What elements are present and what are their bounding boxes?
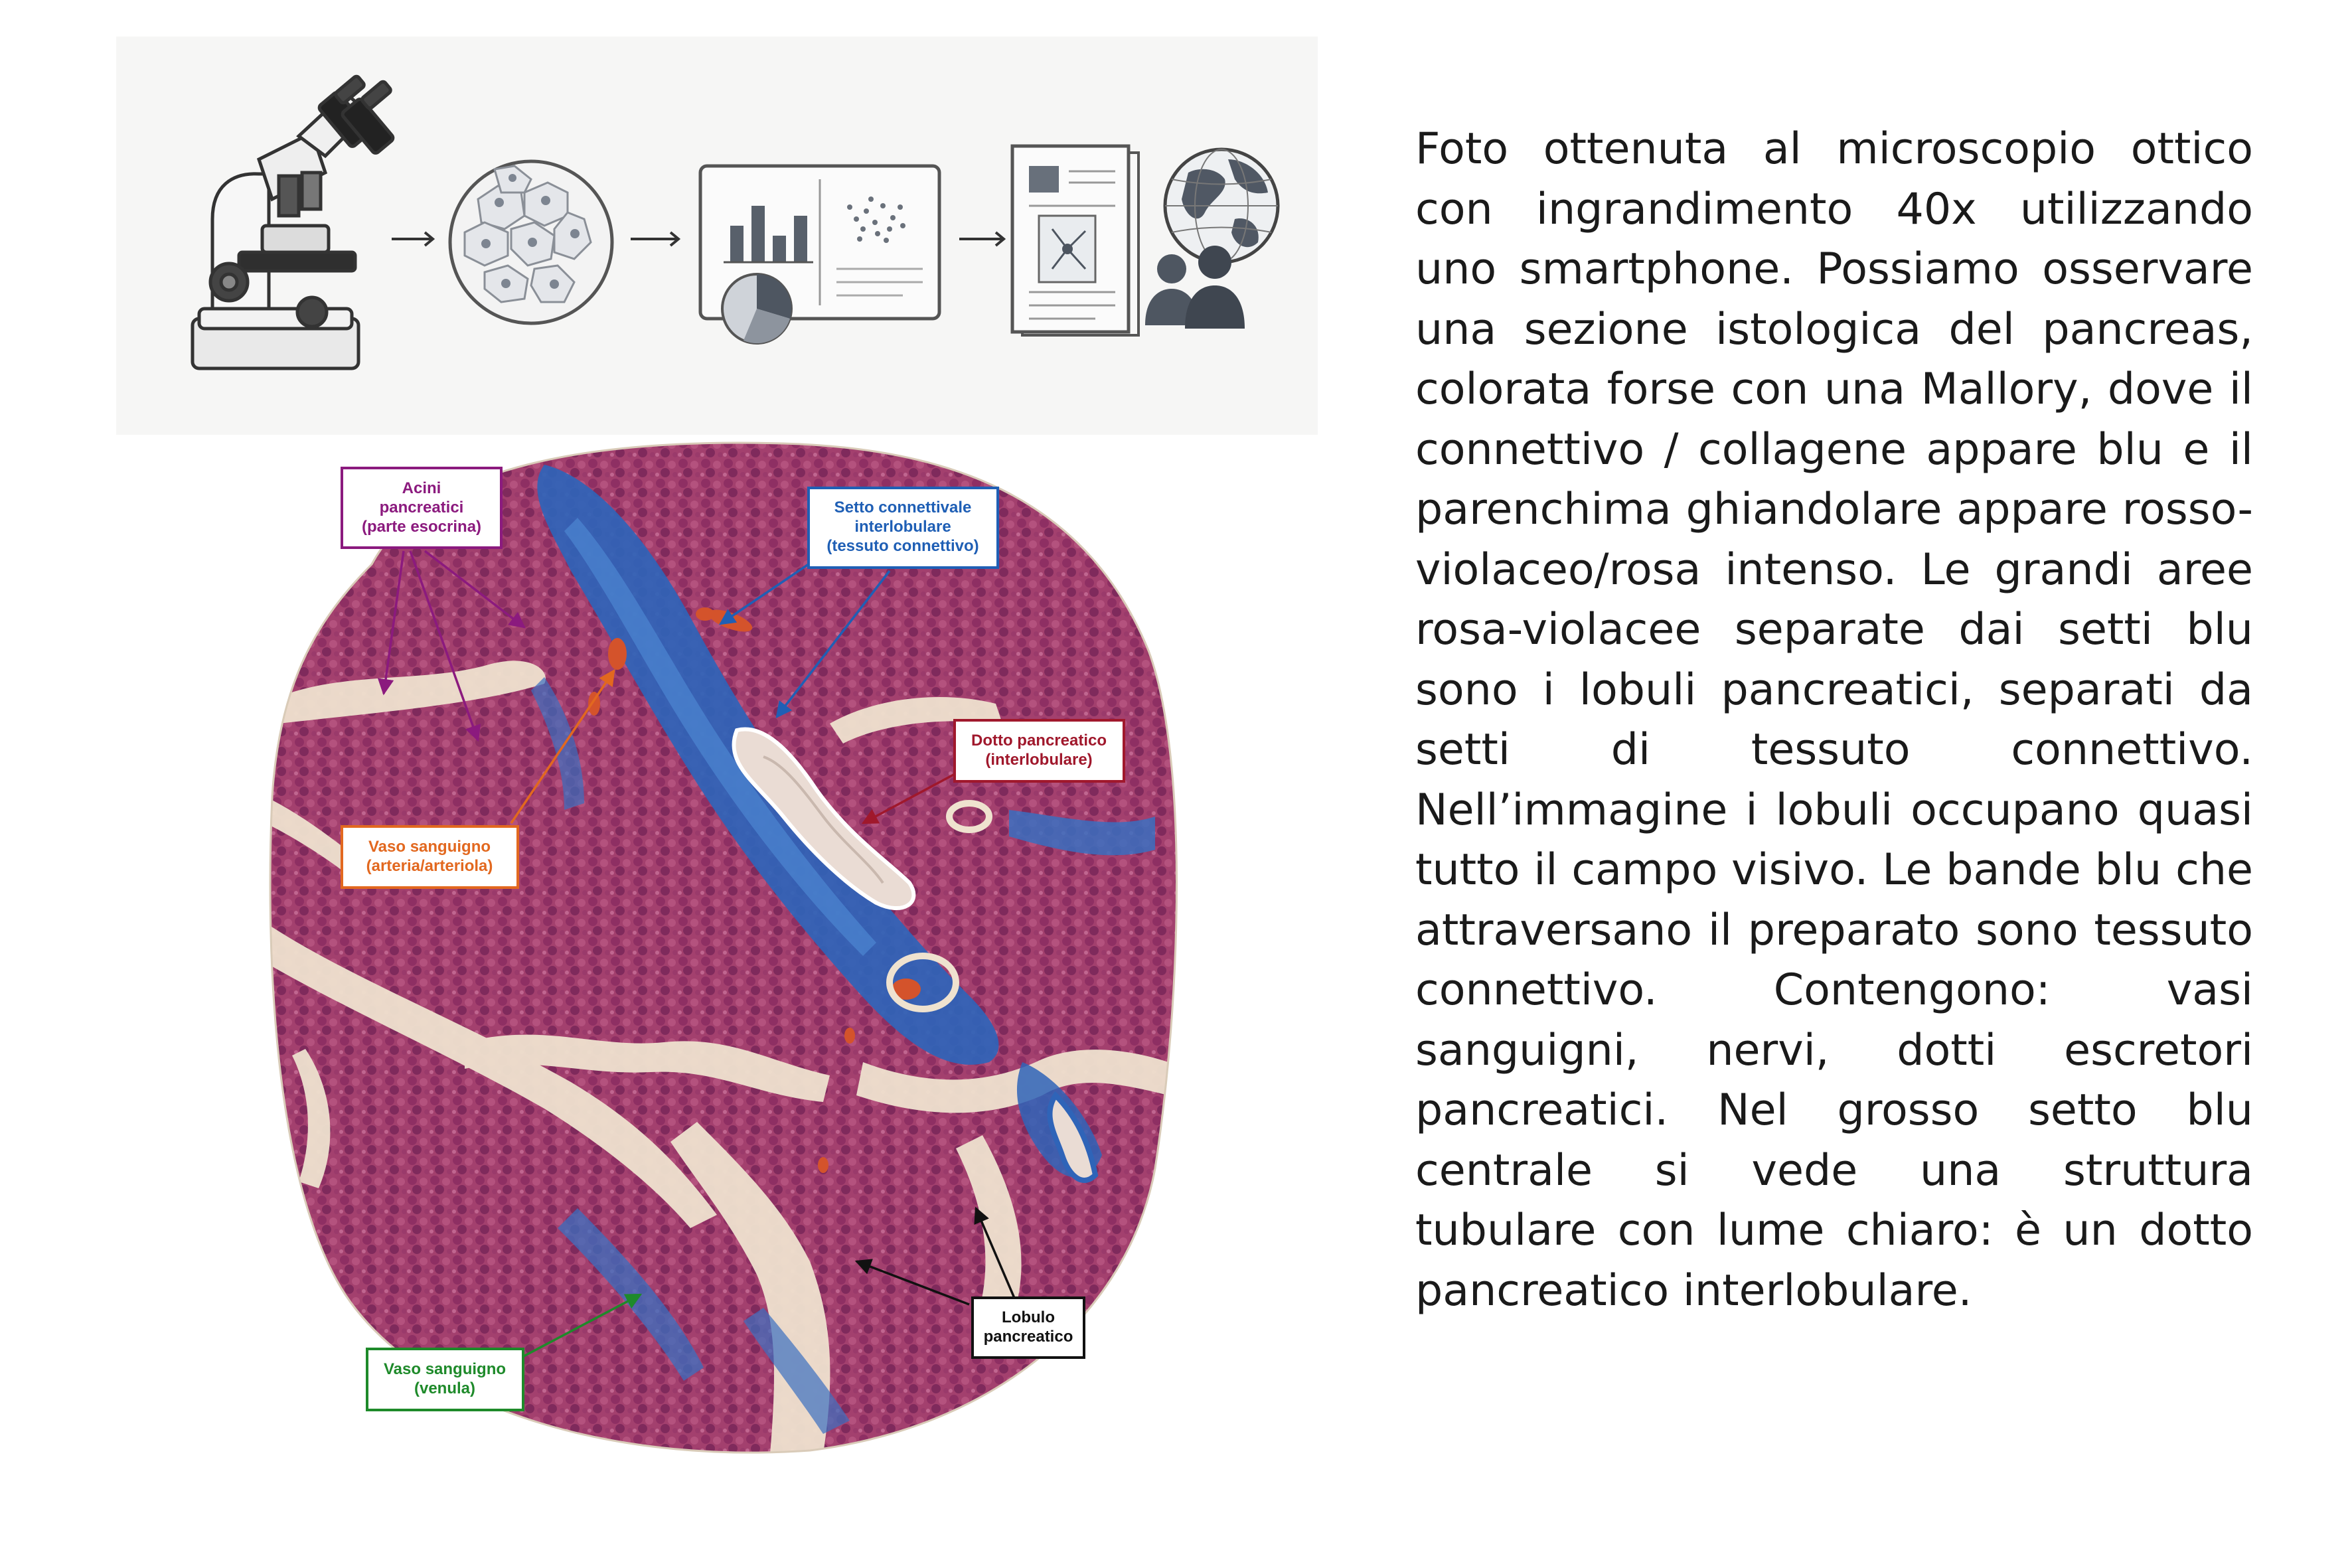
label-lobulo: Lobulo pancreatico [971,1296,1085,1359]
lower-vessel [1047,1091,1099,1183]
workflow-arrow-2 [631,231,681,247]
microscope-icon [191,74,395,370]
data-analysis-icon [698,164,941,345]
publication-globe-icon [1010,144,1280,337]
label-vaso-venula-line-2: (venula) [414,1379,475,1397]
label-vaso-arteria-line-1: Vaso sanguigno [368,838,491,856]
arrow-acini-2 [409,550,481,742]
label-acini-line-3: (parte esocrina) [362,518,481,536]
label-vaso-arteria-line-2: (arteria/arteriola) [366,857,493,875]
label-setto: Setto connettivale interlobulare (tessut… [807,487,999,569]
label-dotto-line-1: Dotto pancreatico [971,732,1107,749]
vessel-rings [886,800,992,1012]
label-setto-line-3: (tessuto connettivo) [826,537,979,555]
label-lobulo-line-2: pancreatico [984,1328,1073,1346]
arrow-acini-1 [377,550,405,696]
label-acini-line-1: Acini [402,479,441,497]
label-acini-line-2: pancreatici [380,499,464,516]
arrow-lobulo-1 [974,1206,1017,1302]
label-vaso-arteria: Vaso sanguigno (arteria/arteriola) [341,825,519,889]
label-lobulo-line-1: Lobulo [1002,1308,1055,1326]
arrow-setto-2 [775,570,891,718]
interlobular-duct [732,727,916,911]
arrow-setto-1 [718,553,824,625]
cell-sample-icon [448,159,614,325]
arrow-acini-3 [424,550,526,629]
label-setto-line-2: interlobulare [854,518,951,536]
description-paragraph: Foto ottenuta al microscopio ottico con … [1415,124,2253,1316]
arrow-lobulo-2 [854,1259,970,1306]
workflow-arrow-1 [392,231,435,247]
workflow-arrow-3 [959,231,1006,247]
label-vaso-venula-line-1: Vaso sanguigno [384,1360,506,1378]
label-acini: Acini pancreatici (parte esocrina) [341,467,503,549]
label-dotto: Dotto pancreatico (interlobulare) [953,719,1125,783]
annotation-arrows [377,550,1017,1359]
label-vaso-venula: Vaso sanguigno (venula) [366,1348,524,1411]
label-setto-line-1: Setto connettivale [834,499,972,516]
label-dotto-line-2: (interlobulare) [985,751,1092,769]
arrow-vaso-venula [520,1293,643,1359]
workflow-sketch [116,37,1318,435]
arrow-dotto [861,772,957,824]
arrow-vaso-arteria [510,668,615,824]
